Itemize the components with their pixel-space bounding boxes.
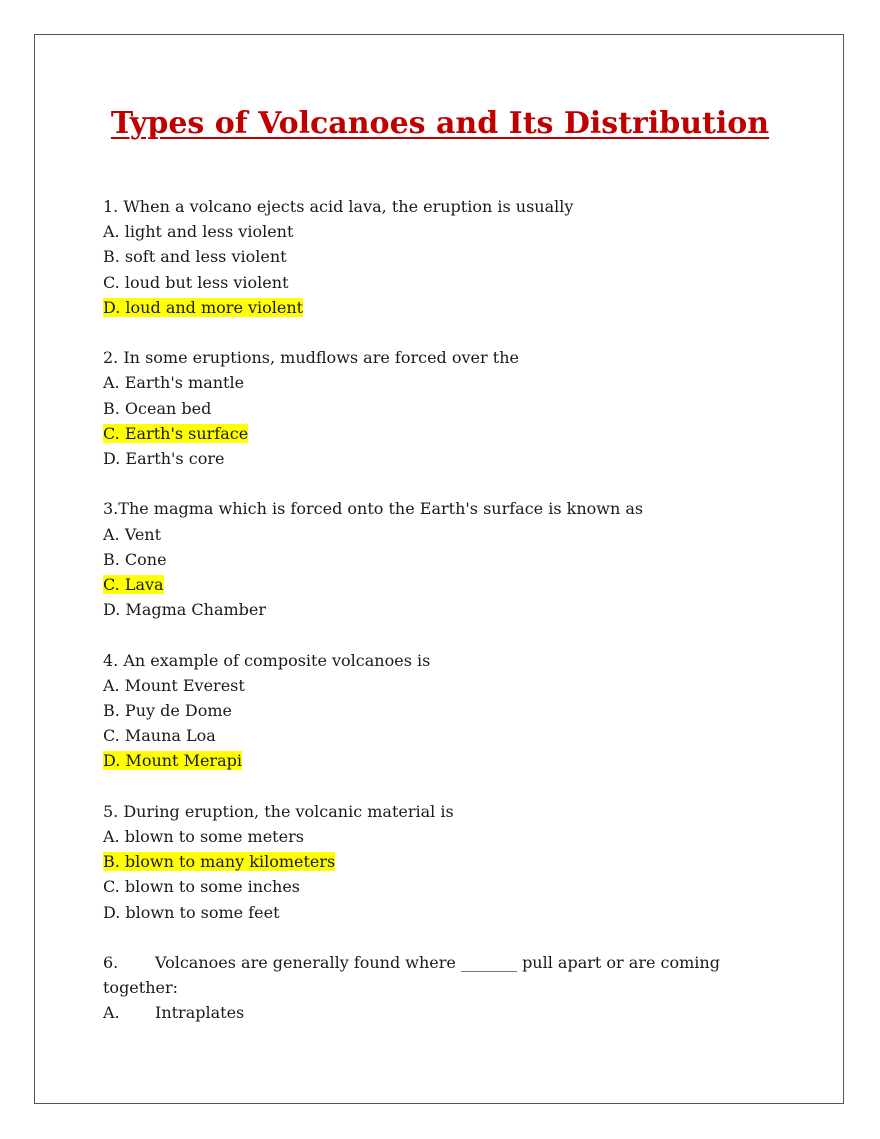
option-b: B. Ocean bed [103,398,212,418]
highlighted-answer: C. Lava [103,575,164,595]
option-c: C. Mauna Loa [103,726,216,746]
option-a: A. light and less violent [103,222,294,242]
option-b-answer: B. blown to many kilometers [103,849,743,874]
question-number: 6. [103,953,119,973]
option-b: B. Puy de Dome [103,701,233,721]
question-text: 2. In some eruptions, mudflows are force… [103,348,519,368]
option-d: D. Magma Chamber [103,600,267,620]
option-d: D. blown to some feet [103,902,280,922]
question-5: 5. During eruption, the volcanic materia… [103,799,743,925]
page-border [34,34,844,1104]
question-text: 1. When a volcano ejects acid lava, the … [103,197,574,216]
option-d: D. Earth's core [103,449,225,469]
option-letter: A. [103,1003,120,1023]
question-text: 3.The magma which is forced onto the Ear… [103,499,644,519]
option-a: A. Earth's mantle [103,373,245,393]
option-c-answer: C. Earth's surface [103,421,743,446]
option-c: C. loud but less violent [103,272,289,292]
question-2: 2. In some eruptions, mudflows are force… [103,345,743,471]
option-c-answer: C. Lava [103,572,743,597]
highlighted-answer: C. Earth's surface [103,423,249,443]
question-6: 6.Volcanoes are generally found where __… [103,950,743,1026]
option-a: A. blown to some meters [103,827,304,847]
highlighted-answer: D. loud and more violent [103,297,304,317]
option-a: A. Vent [103,524,162,544]
option-c: C. blown to some inches [103,877,301,897]
quiz-content: 1. When a volcano ejects acid lava, the … [103,194,743,1051]
option-d-answer: D. Mount Merapi [103,748,743,773]
page-title: Types of Volcanoes and Its Distribution [110,106,770,141]
question-text: 4. An example of composite volcanoes is [103,650,431,670]
option-b: B. soft and less violent [103,247,287,267]
question-1: 1. When a volcano ejects acid lava, the … [103,194,743,320]
option-a: A. Mount Everest [103,675,245,695]
question-text: 5. During eruption, the volcanic materia… [103,801,454,821]
highlighted-answer: D. Mount Merapi [103,751,242,771]
option-d-answer: D. loud and more violent [103,295,743,320]
question-4: 4. An example of composite volcanoes is … [103,648,743,774]
question-text: 6.Volcanoes are generally found where __… [103,950,743,1000]
option-b: B. Cone [103,549,167,569]
option-a: A.Intraplates [103,1000,743,1025]
question-3: 3.The magma which is forced onto the Ear… [103,496,743,622]
highlighted-answer: B. blown to many kilometers [103,852,336,872]
